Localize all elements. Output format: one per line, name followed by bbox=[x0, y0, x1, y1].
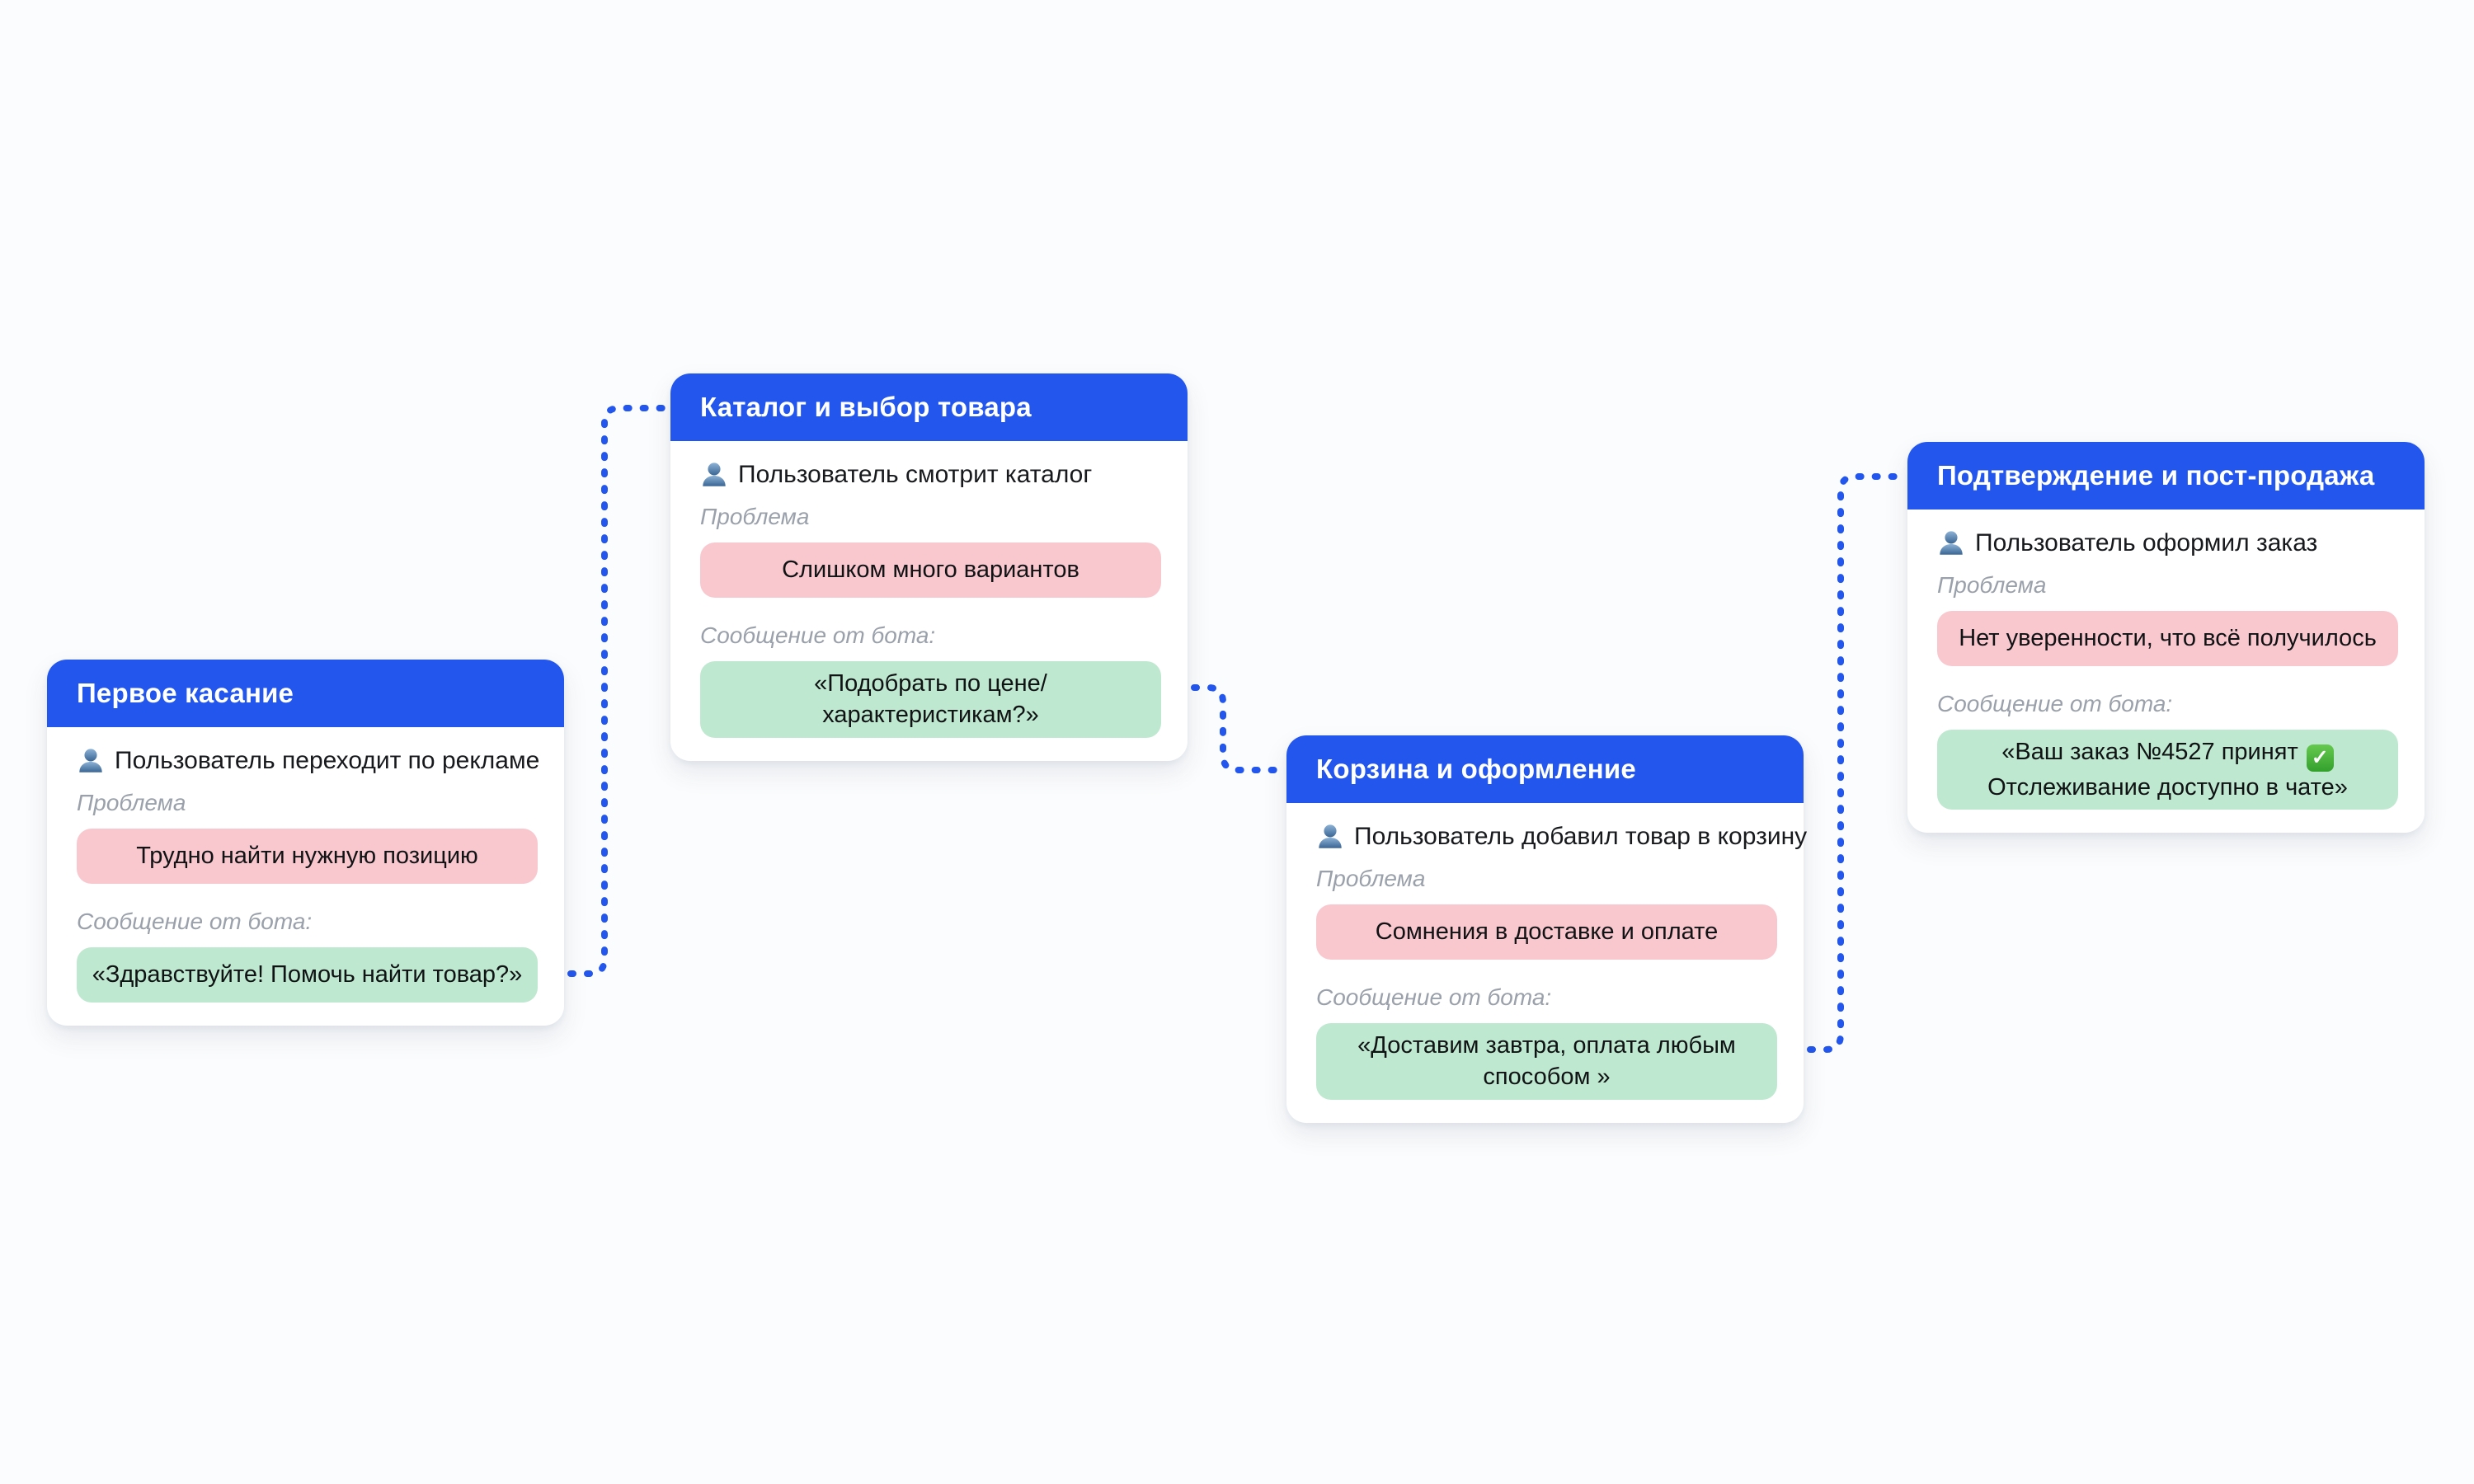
bot-message-label: Сообщение от бота: bbox=[77, 909, 313, 934]
card-body: Пользователь смотрит каталог Проблема Сл… bbox=[670, 441, 1188, 761]
user-action-row: Пользователь оформил заказ bbox=[1937, 529, 2398, 557]
bot-message-label: Сообщение от бота: bbox=[1937, 691, 2173, 716]
card-title: Каталог и выбор товара bbox=[700, 392, 1032, 422]
card-title: Первое касание bbox=[77, 678, 294, 708]
bot-message-label: Сообщение от бота: bbox=[1316, 984, 1552, 1010]
user-action-text: Пользователь добавил товар в корзину bbox=[1354, 823, 1808, 850]
user-action-row: Пользователь добавил товар в корзину bbox=[1316, 823, 1807, 851]
problem-label: Проблема bbox=[1937, 572, 2047, 598]
bot-message-pill: «Доставим завтра, оплата любым способом … bbox=[1316, 1023, 1777, 1100]
problem-pill: Слишком много вариантов bbox=[700, 542, 1161, 598]
bot-message-pill: «Подобрать по цене/характеристикам?» bbox=[700, 661, 1161, 738]
flow-card-cart-checkout: Корзина и оформление Пользователь добави… bbox=[1286, 735, 1807, 1123]
user-action-row: Пользователь смотрит каталог bbox=[700, 461, 1161, 489]
user-icon bbox=[700, 461, 728, 489]
user-action-text: Пользователь переходит по рекламе bbox=[115, 747, 540, 774]
user-action-text: Пользователь оформил заказ bbox=[1975, 529, 2318, 556]
card-header: Первое касание bbox=[47, 660, 564, 727]
user-icon bbox=[1937, 529, 1965, 557]
bot-message-label: Сообщение от бота: bbox=[700, 622, 936, 648]
card-title: Подтверждение и пост-продажа bbox=[1937, 460, 2375, 491]
bot-message-line2: Отслеживание доступно в чате» bbox=[1987, 774, 2348, 801]
bot-message-line1: «Ваш заказ №4527 принят bbox=[2001, 739, 2298, 765]
bot-message-pill: «Здравствуйте! Помочь найти товар?» bbox=[77, 947, 538, 1003]
card-body: Пользователь переходит по рекламе Пробле… bbox=[47, 727, 564, 1026]
problem-pill: Сомнения в доставке и оплате bbox=[1316, 904, 1777, 960]
flow-card-catalog: Каталог и выбор товара Пользователь смот… bbox=[670, 373, 1188, 761]
card-body: Пользователь добавил товар в корзину Про… bbox=[1286, 803, 1807, 1123]
check-mark-icon: ✓ bbox=[2306, 744, 2334, 772]
problem-label: Проблема bbox=[1316, 866, 1426, 891]
user-icon bbox=[77, 747, 105, 775]
connector-card3-to-card4 bbox=[1774, 473, 1909, 1053]
user-action-row: Пользователь переходит по рекламе bbox=[77, 747, 540, 775]
card-header: Подтверждение и пост-продажа bbox=[1907, 442, 2425, 510]
card-title: Корзина и оформление bbox=[1316, 754, 1636, 784]
connector-card2-to-card3 bbox=[1158, 684, 1288, 773]
problem-pill: Трудно найти нужную позицию bbox=[77, 829, 538, 884]
bot-message-text: «Ваш заказ №4527 принят ✓ Отслеживание до… bbox=[1987, 736, 2348, 803]
problem-label: Проблема bbox=[700, 504, 810, 529]
user-icon bbox=[1316, 823, 1344, 851]
card-header: Каталог и выбор товара bbox=[670, 373, 1188, 441]
user-action-text: Пользователь смотрит каталог bbox=[738, 461, 1093, 488]
problem-pill: Нет уверенности, что всё получилось bbox=[1937, 611, 2398, 666]
problem-label: Проблема bbox=[77, 790, 186, 815]
connector-card1-to-card2 bbox=[534, 405, 672, 977]
card-header: Корзина и оформление bbox=[1286, 735, 1804, 803]
card-body: Пользователь оформил заказ Проблема Нет … bbox=[1907, 510, 2425, 833]
flow-card-first-touch: Первое касание Пользователь переходит по… bbox=[47, 660, 564, 1026]
bot-message-pill: «Ваш заказ №4527 принят ✓ Отслеживание до… bbox=[1937, 730, 2398, 810]
flow-card-confirmation-postsale: Подтверждение и пост-продажа Пользовател… bbox=[1907, 442, 2425, 834]
